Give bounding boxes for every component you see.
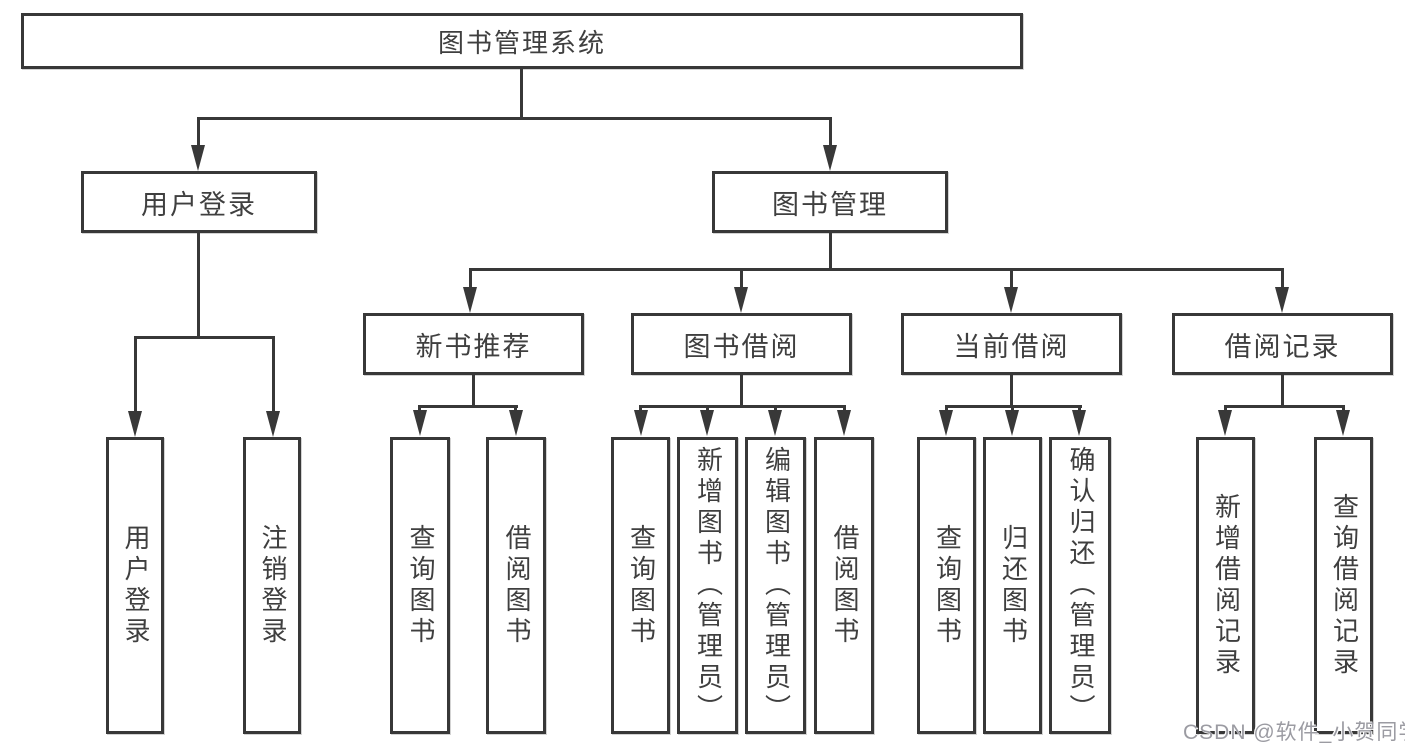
connector-leaf-drop bbox=[418, 405, 421, 414]
leaf-borrow-books-recommend: 借阅图书 bbox=[486, 437, 546, 734]
node-label: 借阅记录 bbox=[1224, 331, 1341, 362]
node-label: 当前借阅 bbox=[953, 331, 1070, 362]
connector-leaf-drop bbox=[843, 405, 846, 414]
leaf-label: 确认归还（管理员） bbox=[1065, 446, 1096, 725]
arrow-down-icon bbox=[700, 410, 714, 436]
connector-leaf-bar bbox=[1224, 405, 1345, 408]
leaf-query-borrow-record: 查询借阅记录 bbox=[1314, 437, 1373, 734]
arrow-down-icon bbox=[1275, 287, 1289, 313]
connector-leaf-drop bbox=[1078, 405, 1081, 414]
connector-level3-drop bbox=[469, 268, 472, 289]
connector-leaf-drop bbox=[272, 336, 275, 413]
connector-leaf-bar bbox=[640, 405, 846, 408]
arrow-down-icon bbox=[1072, 410, 1086, 436]
leaf-confirm-return-admin: 确认归还（管理员） bbox=[1049, 437, 1111, 734]
arrow-down-icon bbox=[823, 145, 837, 171]
leaf-borrow-books: 借阅图书 bbox=[814, 437, 874, 734]
node-book-management: 图书管理 bbox=[712, 171, 948, 233]
connector-leaf-drop bbox=[1011, 405, 1014, 414]
leaf-label: 借阅图书 bbox=[829, 523, 860, 648]
node-current-borrowing: 当前借阅 bbox=[901, 313, 1122, 375]
connector-user-login-bar bbox=[134, 336, 275, 339]
leaf-label: 查询图书 bbox=[932, 523, 963, 648]
arrow-down-icon bbox=[939, 410, 953, 436]
arrow-down-icon bbox=[1005, 410, 1019, 436]
connector-leaf-drop bbox=[639, 405, 642, 414]
arrow-down-icon bbox=[266, 411, 280, 437]
connector-leaf-drop bbox=[774, 405, 777, 414]
connector-level3-drop bbox=[1010, 268, 1013, 289]
leaf-label: 新增借阅记录 bbox=[1211, 492, 1242, 679]
node-library-management-system: 图书管理系统 bbox=[21, 13, 1023, 69]
leaf-return-books: 归还图书 bbox=[983, 437, 1042, 734]
arrow-down-icon bbox=[1336, 410, 1350, 436]
node-user-login: 用户登录 bbox=[81, 171, 317, 233]
arrow-down-icon bbox=[509, 410, 523, 436]
connector-node-stem bbox=[1281, 375, 1284, 408]
arrow-down-icon bbox=[1218, 410, 1232, 436]
node-label: 图书借阅 bbox=[683, 331, 800, 362]
watermark: CSDN @软件_小贺同学 bbox=[1183, 721, 1405, 744]
leaf-label: 归还图书 bbox=[998, 523, 1029, 648]
arrow-down-icon bbox=[768, 410, 782, 436]
connector-book-mgmt-drop bbox=[829, 117, 832, 148]
leaf-user-login: 用户登录 bbox=[106, 437, 164, 734]
connector-node-stem bbox=[472, 375, 475, 408]
leaf-label: 查询图书 bbox=[405, 523, 436, 648]
connector-leaf-bar bbox=[419, 405, 518, 408]
node-label: 新书推荐 bbox=[415, 331, 532, 362]
leaf-query-books-borrowing: 查询图书 bbox=[611, 437, 670, 734]
connector-root-stem bbox=[520, 69, 523, 117]
arrow-down-icon bbox=[463, 287, 477, 313]
leaf-label: 查询借阅记录 bbox=[1329, 492, 1360, 679]
connector-leaf-drop bbox=[945, 405, 948, 414]
connector-leaf-drop bbox=[1342, 405, 1345, 414]
leaf-add-books-admin: 新增图书（管理员） bbox=[677, 437, 738, 734]
node-book-borrowing: 图书借阅 bbox=[631, 313, 852, 375]
connector-user-login-stem bbox=[197, 233, 200, 339]
connector-level3-drop bbox=[1281, 268, 1284, 289]
leaf-label: 注销登录 bbox=[257, 523, 288, 648]
leaf-label: 编辑图书（管理员） bbox=[761, 446, 792, 725]
node-label: 图书管理系统 bbox=[437, 27, 606, 58]
leaf-label: 用户登录 bbox=[120, 523, 151, 648]
connector-leaf-drop bbox=[514, 405, 517, 414]
node-new-book-recommend: 新书推荐 bbox=[363, 313, 584, 375]
arrow-down-icon bbox=[734, 287, 748, 313]
leaf-edit-books-admin: 编辑图书（管理员） bbox=[745, 437, 806, 734]
node-label: 图书管理 bbox=[772, 189, 888, 220]
arrow-down-icon bbox=[634, 410, 648, 436]
connector-level2-bar bbox=[197, 117, 832, 120]
connector-leaf-drop bbox=[1224, 405, 1227, 414]
connector-level3-drop bbox=[740, 268, 743, 289]
node-borrowing-records: 借阅记录 bbox=[1172, 313, 1393, 375]
arrow-down-icon bbox=[837, 410, 851, 436]
connector-level3-bar bbox=[469, 268, 1284, 271]
connector-leaf-drop bbox=[134, 336, 137, 413]
connector-node-stem bbox=[740, 375, 743, 408]
leaf-label: 新增图书（管理员） bbox=[693, 446, 724, 725]
leaf-add-borrow-record: 新增借阅记录 bbox=[1196, 437, 1255, 734]
arrow-down-icon bbox=[413, 410, 427, 436]
connector-user-login-drop bbox=[197, 117, 200, 148]
leaf-label: 查询图书 bbox=[626, 523, 657, 648]
leaf-query-books-current: 查询图书 bbox=[917, 437, 976, 734]
connector-leaf-drop bbox=[706, 405, 709, 414]
leaf-logout: 注销登录 bbox=[243, 437, 301, 734]
arrow-down-icon bbox=[128, 411, 142, 437]
leaf-label: 借阅图书 bbox=[501, 523, 532, 648]
connector-book-mgmt-stem bbox=[829, 233, 832, 271]
leaf-query-books-recommend: 查询图书 bbox=[390, 437, 450, 734]
arrow-down-icon bbox=[1004, 287, 1018, 313]
node-label: 用户登录 bbox=[141, 189, 257, 220]
connector-node-stem bbox=[1010, 375, 1013, 408]
arrow-down-icon bbox=[191, 145, 205, 171]
